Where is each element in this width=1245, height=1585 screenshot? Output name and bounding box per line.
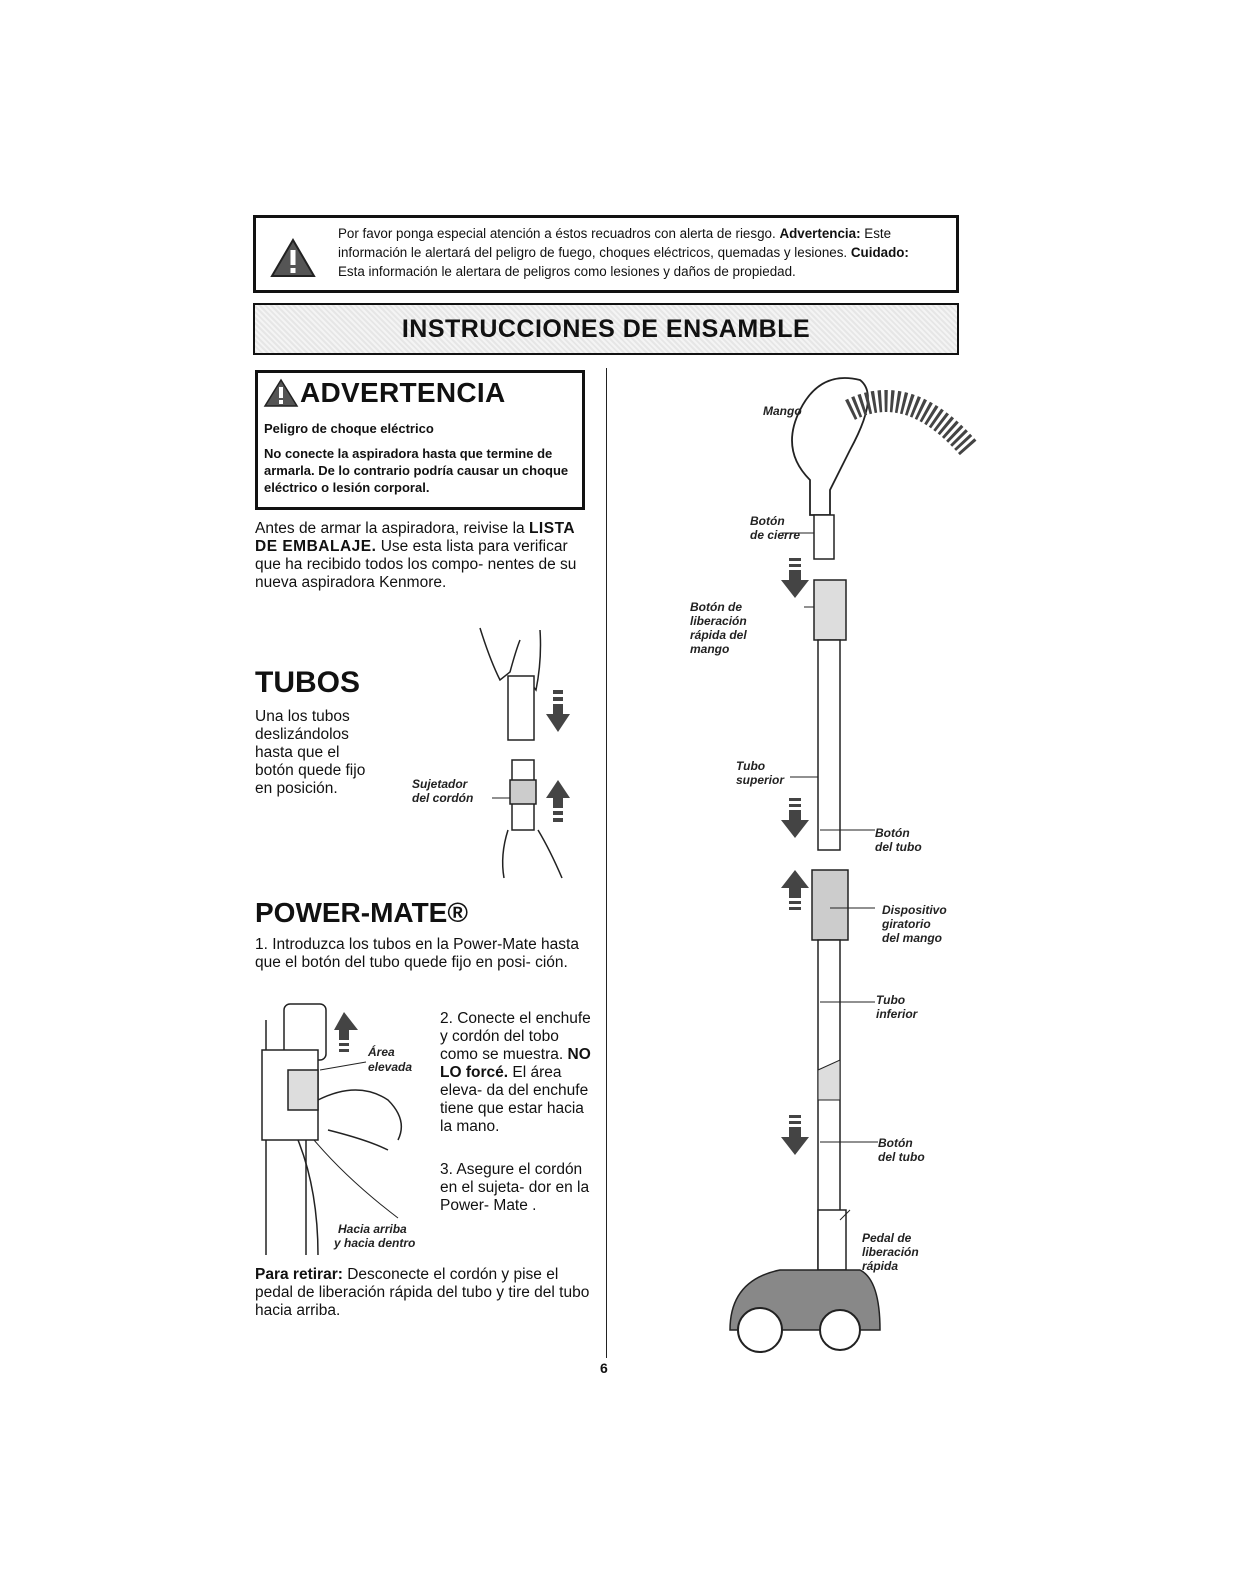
down-arrow-icon — [781, 798, 809, 838]
label-area: Área — [368, 1045, 395, 1059]
label-pedal-2: liberación — [862, 1245, 919, 1259]
tubos-illustration — [479, 627, 570, 879]
power-mate-heading: POWER-MATE® — [255, 897, 468, 928]
label-boton-cierre-2: de cierre — [750, 528, 801, 542]
label-boton-lib-1: Botón de — [690, 600, 742, 614]
tubos-text: Una los tubos deslizándolos hasta que el… — [255, 708, 366, 797]
label-pedal-3: rápida — [862, 1259, 899, 1273]
power-mate-illustration — [261, 1003, 403, 1256]
warning-title: ADVERTENCIA — [300, 377, 506, 408]
label-disp-2: giratorio — [882, 917, 931, 931]
label-boton-tubo-2: del tubo — [875, 840, 922, 854]
power-mate-step1: 1. Introduzca los tubos en la Power-Mate… — [255, 936, 579, 971]
label-disp-3: del mango — [882, 931, 943, 945]
warning-subtitle: Peligro de choque eléctrico — [264, 421, 434, 436]
power-mate-step2: 2. Conecte el enchufe y cordón del tobo … — [440, 1010, 591, 1135]
tubos-heading: TUBOS — [255, 666, 360, 699]
assembly-diagram — [729, 377, 979, 1353]
label-boton-tubo2-2: del tubo — [878, 1150, 925, 1164]
banner-title: INSTRUCCIONES DE ENSAMBLE — [401, 315, 811, 343]
label-tubo-sup-2: superior — [736, 773, 785, 787]
up-arrow-icon — [546, 780, 570, 822]
down-arrow-icon — [781, 1115, 809, 1155]
alert-text: Por favor ponga especial atención a ésto… — [338, 226, 909, 279]
label-mango: Mango — [763, 404, 802, 418]
label-boton-lib-4: mango — [690, 642, 730, 656]
warning-triangle-icon — [263, 378, 299, 407]
intro-paragraph: Antes de armar la aspiradora, reivise la… — [255, 520, 577, 591]
label-sujetador: Sujetador — [412, 777, 468, 791]
label-boton-tubo-1: Botón — [875, 826, 910, 840]
alert-box: Por favor ponga especial atención a ésto… — [253, 215, 959, 293]
label-boton-lib-3: rápida del — [690, 628, 747, 642]
label-tubo-sup-1: Tubo — [736, 759, 766, 773]
down-arrow-icon — [781, 558, 809, 598]
section-banner: INSTRUCCIONES DE ENSAMBLE — [253, 303, 959, 355]
warning-body: No conecte la aspiradora hasta que termi… — [264, 446, 569, 495]
label-boton-tubo2-1: Botón — [878, 1136, 913, 1150]
label-boton-lib-2: liberación — [690, 614, 747, 628]
warning-triangle-icon — [270, 238, 316, 277]
label-elevada: elevada — [368, 1060, 413, 1074]
up-arrow-icon — [334, 1012, 358, 1052]
label-hacia-dentro: y hacia dentro — [334, 1236, 416, 1250]
up-arrow-icon — [781, 870, 809, 910]
power-mate-step3: 3. Asegure el cordón en el sujeta- dor e… — [440, 1161, 590, 1214]
label-tubo-inf-2: inferior — [876, 1007, 918, 1021]
retirar-paragraph: Para retirar: Desconecte el cordón y pis… — [255, 1266, 590, 1319]
label-tubo-inf-1: Tubo — [876, 993, 906, 1007]
warning-box: ADVERTENCIA Peligro de choque eléctrico … — [255, 370, 585, 510]
down-arrow-icon — [546, 690, 570, 732]
column-divider — [606, 368, 607, 1358]
page-number: 6 — [600, 1360, 608, 1376]
label-pedal-1: Pedal de — [862, 1231, 912, 1245]
label-disp-1: Dispositivo — [882, 903, 947, 917]
label-boton-cierre-1: Botón — [750, 514, 785, 528]
label-hacia-arriba: Hacia arriba — [338, 1222, 407, 1236]
label-del-cordon: del cordón — [412, 791, 474, 805]
